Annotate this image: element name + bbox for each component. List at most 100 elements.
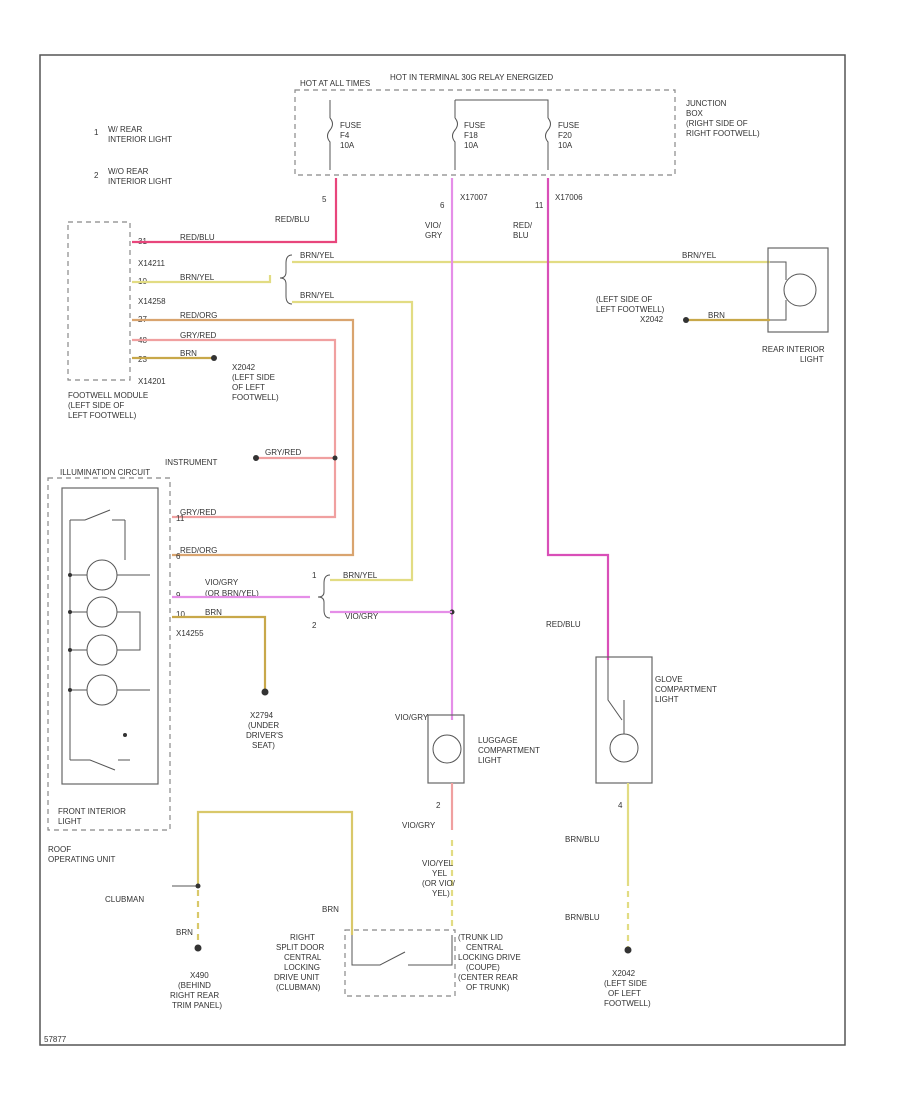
conn-x17007-label: X17007 [460,193,488,202]
legend-num-2-roof: 2 [312,621,317,630]
clubman-label: CLUBMAN [105,895,144,904]
wire-brn-roof-ground [172,615,267,690]
wire-label-brn-split: BRN [322,905,339,914]
wire-red-org [132,318,355,557]
front-bulb-1 [86,559,118,591]
ground-x2042-bottom [624,946,632,954]
trunk-drive-outline [344,929,456,997]
fuse2-symbol [452,117,458,170]
wire-label-gry-red-instrument: GRY/RED [265,448,302,457]
wire-label-brn-blu-2: BRN/BLU [565,913,600,922]
roof-bulb-leads [70,574,150,691]
trunk-switch [351,935,453,966]
roof-switch-bottom [70,759,130,771]
wire-label-gry-red: GRY/RED [180,331,217,340]
rear-bulb-lead [770,261,787,321]
luggage-light-outline [427,714,465,784]
splice-bracket-2 [317,574,331,619]
wire-label-red-blu-top: RED/BLU [275,215,310,224]
footwell-conn-x14211: X14211 [138,259,166,268]
pin-4-glove: 4 [618,801,623,810]
wire-label-vio-gry-lower: VIO/GRY [402,821,436,830]
roof-pin-6: 6 [176,552,181,561]
roof-conn-x14255: X14255 [176,629,204,638]
glove-switch [607,660,625,734]
splice-gry-red [332,455,338,461]
hot-at-all-times-label: HOT AT ALL TIMES [300,79,370,88]
wire-brn-yel-pin10 [132,275,272,284]
wire-brn-yel-down [292,300,414,582]
roof-pin-9: 9 [176,591,181,600]
footwell-pin-23: 23 [138,355,147,364]
wire-label-brn-yel-mid: BRN/YEL [300,291,335,300]
wire-label-brn-yel-roof: BRN/YEL [343,571,378,580]
conn-x17006-label: X17006 [555,193,583,202]
wire-gry-red [132,338,337,519]
wire-red-blu-fuse1 [132,178,338,244]
front-bulb-2 [86,596,118,628]
hot-terminal-label: HOT IN TERMINAL 30G RELAY ENERGIZED [390,73,553,82]
wire-label-vio-gry-roof-top: VIO/GRY [205,578,239,587]
wire-label-brn-rear: BRN [708,311,725,320]
glove-light-bulb [609,733,639,763]
wire-red-blu-fuse3 [546,178,610,660]
front-bulb-4 [86,674,118,706]
instrument-terminal [253,455,259,461]
wire-label-vio-gry-roof: VIO/GRY [345,612,379,621]
roof-pin-11: 11 [176,514,185,523]
wire-label-brn-clubman: BRN [176,928,193,937]
wire-brn-clubman [196,810,354,935]
footwell-conn-x14201: X14201 [138,377,166,386]
ground-x2042-rear [683,317,689,323]
front-bulb-3 [86,634,118,666]
footnote: 57877 [44,1035,67,1044]
pin-5-label: 5 [322,195,327,204]
wire-label-brn-yel-pin10: BRN/YEL [180,273,215,282]
wire-label-brn-yel-top: BRN/YEL [300,251,335,260]
pin-11-label: 11 [535,201,544,210]
wire-label-red-blu-v: RED/BLU [513,221,533,240]
roof-node-3 [68,648,72,652]
wire-label-brn-pin23: BRN [180,349,197,358]
ground-x2794 [261,688,269,696]
legend-num-2-luggage: 2 [436,801,441,810]
wire-label-brn-yel-rear: BRN/YEL [682,251,717,260]
pin-6-label: 6 [440,201,445,210]
clubman-splice [195,883,201,889]
legend-num-1: 1 [94,128,99,137]
legend-num-2: 2 [94,171,99,180]
wire-label-gry-red-lower: GRY/RED [180,508,217,517]
roof-internal-bus [69,520,126,760]
rear-interior-light-bulb [783,273,817,307]
roof-node-5 [123,733,127,737]
roof-operating-unit-outline [47,477,171,831]
wire-label-brn-blu-1: BRN/BLU [565,835,600,844]
luggage-light-bulb [432,734,462,764]
footwell-conn-x14258: X14258 [138,297,166,306]
wire-label-or-brn-yel: (OR BRN/YEL) [205,589,259,598]
roof-node-4 [68,688,72,692]
roof-pin-10: 10 [176,610,185,619]
wire-label-red-org-lower: RED/ORG [180,546,217,555]
wire-label-red-org: RED/ORG [180,311,217,320]
fuse1-symbol [327,117,333,170]
